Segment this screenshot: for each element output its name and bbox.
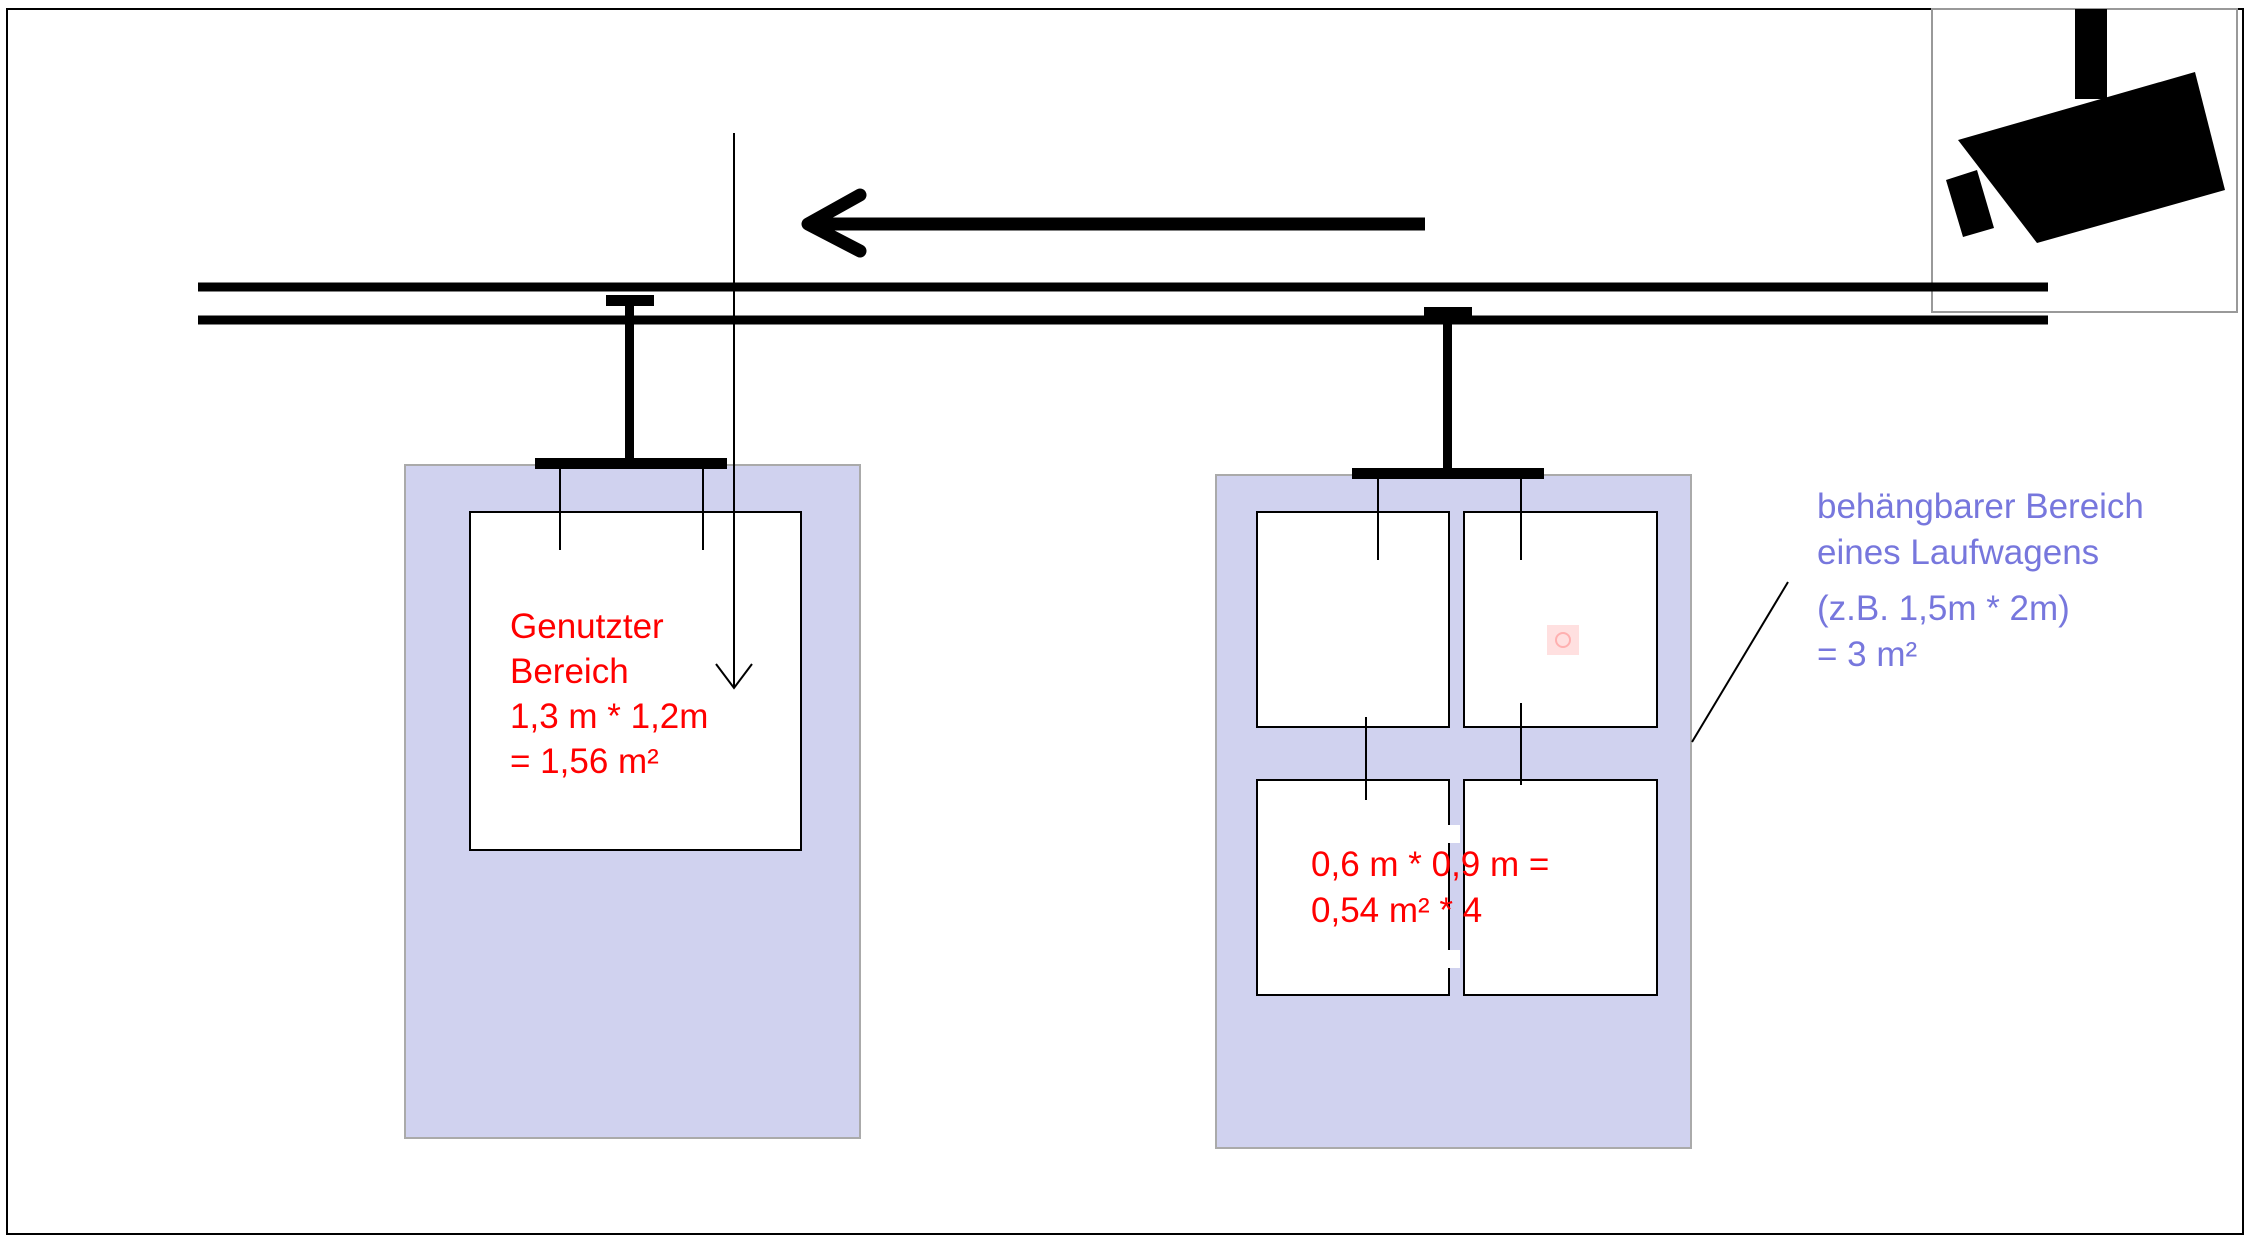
small-panel-top-left bbox=[1256, 511, 1450, 728]
trolley-wheel-right bbox=[1424, 307, 1472, 318]
leader-line bbox=[1691, 581, 1789, 743]
carrier-left bbox=[404, 295, 861, 1139]
hangable-area-label: behängbarer Bereich eines Laufwagens (z.… bbox=[1817, 487, 2154, 674]
arrow-left-icon bbox=[801, 188, 1425, 258]
pointer-arrow bbox=[715, 133, 753, 690]
small-panel-top-right bbox=[1463, 511, 1658, 728]
small-panel-bottom-left bbox=[1256, 779, 1450, 996]
marker-icon bbox=[1547, 625, 1579, 655]
diagram-frame bbox=[6, 8, 2244, 1235]
trolley-rod-right bbox=[1443, 316, 1452, 473]
used-area-panel bbox=[469, 511, 802, 851]
hanger-bar-left bbox=[535, 458, 727, 469]
hanger-bar-right bbox=[1352, 468, 1544, 479]
carrier-right bbox=[1215, 307, 1692, 1149]
security-camera-icon bbox=[1931, 8, 2238, 313]
used-area-label: Genutzter Bereich 1,3 m * 1,2m = 1,56 m² bbox=[510, 607, 718, 781]
small-area-label: 0,6 m * 0,9 m = 0,54 m² * 4 bbox=[1311, 845, 1559, 930]
small-panel-bottom-right bbox=[1463, 779, 1658, 996]
rail-track bbox=[198, 282, 2048, 325]
trolley-rod-left bbox=[625, 304, 634, 464]
trolley-wheel-left bbox=[606, 295, 654, 306]
